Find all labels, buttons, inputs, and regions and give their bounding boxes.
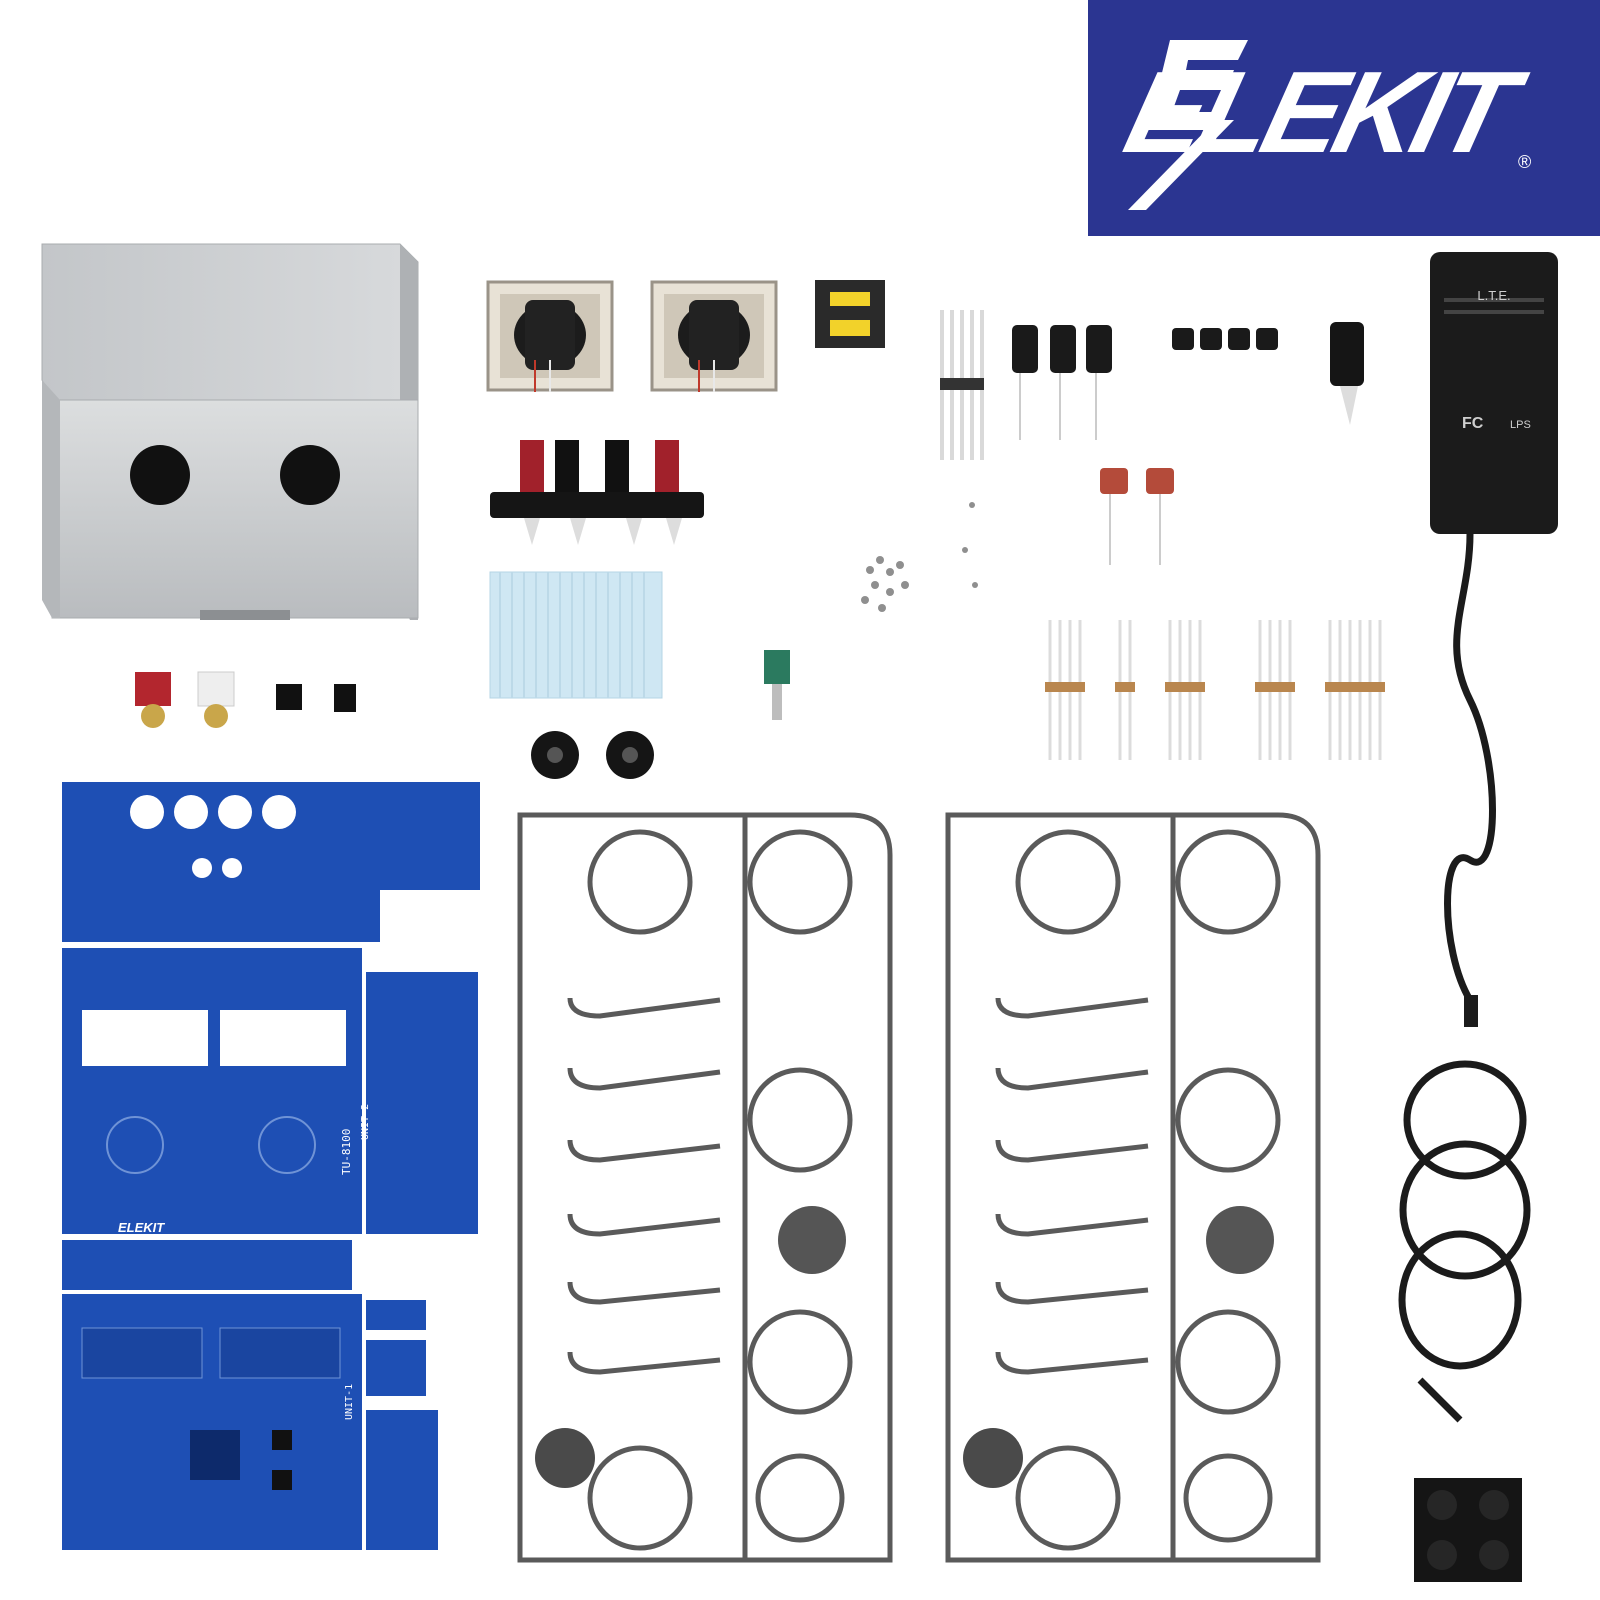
sprue-frame-left — [517, 812, 893, 1563]
screws — [861, 502, 978, 612]
pcb-panel: ELEKIT TU-8100 UNIT-2 UNIT-1 — [62, 782, 480, 1550]
heatsink-pad — [489, 571, 663, 699]
switch-right — [334, 684, 356, 712]
power-cord — [1398, 1060, 1531, 1423]
adapter-fcc-mark: FC — [1462, 415, 1484, 432]
chassis-hole-left — [130, 445, 190, 505]
registered-mark: ® — [1518, 152, 1531, 172]
rca-jack-red — [135, 672, 171, 728]
sprue-socket-left — [778, 1206, 846, 1274]
ac-adapter: L.T.E. FC LPS — [1430, 252, 1558, 1027]
adapter-brand: L.T.E. — [1477, 288, 1510, 303]
sprue-frame-right — [945, 812, 1321, 1563]
sprue-knob-left — [535, 1428, 595, 1488]
pcb-brand-silkscreen: ELEKIT — [118, 1220, 165, 1235]
film-capacitors — [1100, 468, 1174, 565]
chassis — [41, 243, 419, 620]
sprue-socket-right — [1206, 1206, 1274, 1274]
rca-jack-white — [197, 671, 235, 728]
pcb-board-label: TU-8100 — [340, 1129, 353, 1175]
speaker-terminal — [490, 440, 704, 545]
chassis-hole-right — [280, 445, 340, 505]
output-transformer-right — [650, 280, 778, 392]
output-transformer-left — [486, 280, 614, 392]
small-transformer — [815, 280, 885, 348]
pcb-unit-label-2: UNIT-2 — [360, 1104, 371, 1140]
sprue-knob-right — [963, 1428, 1023, 1488]
elekit-logo: ELEKIT ® — [1088, 0, 1600, 236]
capacitors-electrolytic — [1012, 322, 1364, 440]
elekit-logo-mark: ELEKIT ® — [1114, 40, 1538, 210]
adapter-lps-mark: LPS — [1510, 419, 1531, 431]
pcb-unit-label-1: UNIT-1 — [344, 1384, 355, 1420]
rubber-feet — [1414, 1478, 1522, 1582]
potentiometer — [764, 650, 790, 720]
logo-slash — [1128, 120, 1234, 210]
switch-left — [276, 684, 302, 710]
